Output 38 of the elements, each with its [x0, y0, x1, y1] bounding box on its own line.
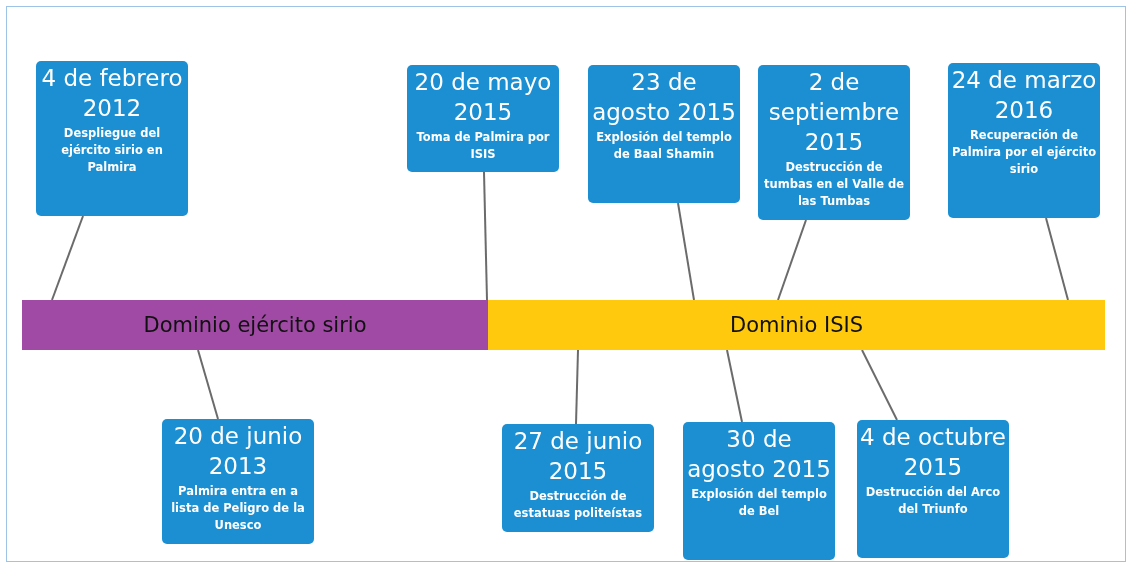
event-description: Despliegue del ejército sirio en Palmira: [60, 125, 164, 176]
event-card: [588, 65, 740, 203]
event-description: Destrucción de tumbas en el Valle de las Tumbas: [763, 159, 905, 210]
leader-line: [483, 171, 488, 301]
leader-line: [51, 215, 84, 301]
event-card: [683, 422, 835, 560]
event-description: Destrucción de estatuas politeístas: [512, 488, 644, 522]
event-card: [948, 63, 1100, 218]
event-date: 4 de febrero 2012: [40, 64, 184, 123]
event-description: Toma de Palmira por ISIS: [415, 129, 551, 163]
period-band: Dominio ISIS: [488, 300, 1105, 350]
event-card: [36, 61, 188, 216]
event-card: [758, 65, 910, 220]
event-date: 2 de septiembre 2015: [767, 68, 901, 157]
event-date: 27 de junio 2015: [512, 427, 644, 486]
leader-line: [197, 349, 219, 420]
event-date: 23 de agosto 2015: [591, 68, 737, 127]
event-date: 24 de marzo 2016: [950, 66, 1098, 125]
event-card: [502, 424, 654, 532]
event-card: [407, 65, 559, 172]
event-description: Explosión del templo de Bel: [690, 486, 828, 520]
leader-line: [1045, 217, 1069, 301]
event-card: [162, 419, 314, 544]
event-description: Destrucción del Arco del Triunfo: [864, 484, 1002, 518]
leader-line: [677, 202, 695, 301]
event-date: 20 de mayo 2015: [413, 68, 553, 127]
event-date: 30 de agosto 2015: [686, 425, 832, 484]
event-description: Recuperación de Palmira por el ejército sirio: [950, 127, 1098, 178]
event-description: Palmira entra en a lista de Peligro de la Unesco: [170, 483, 306, 534]
event-card: [857, 420, 1009, 558]
leader-line: [726, 349, 743, 423]
event-date: 4 de octubre 2015: [859, 423, 1007, 482]
leader-line: [777, 219, 807, 301]
period-band: Dominio ejército sirio: [22, 300, 488, 350]
leader-line: [861, 349, 898, 421]
event-date: 20 de junio 2013: [172, 422, 304, 481]
leader-line: [575, 349, 579, 425]
event-description: Explosión del templo de Baal Shamin: [595, 129, 733, 163]
